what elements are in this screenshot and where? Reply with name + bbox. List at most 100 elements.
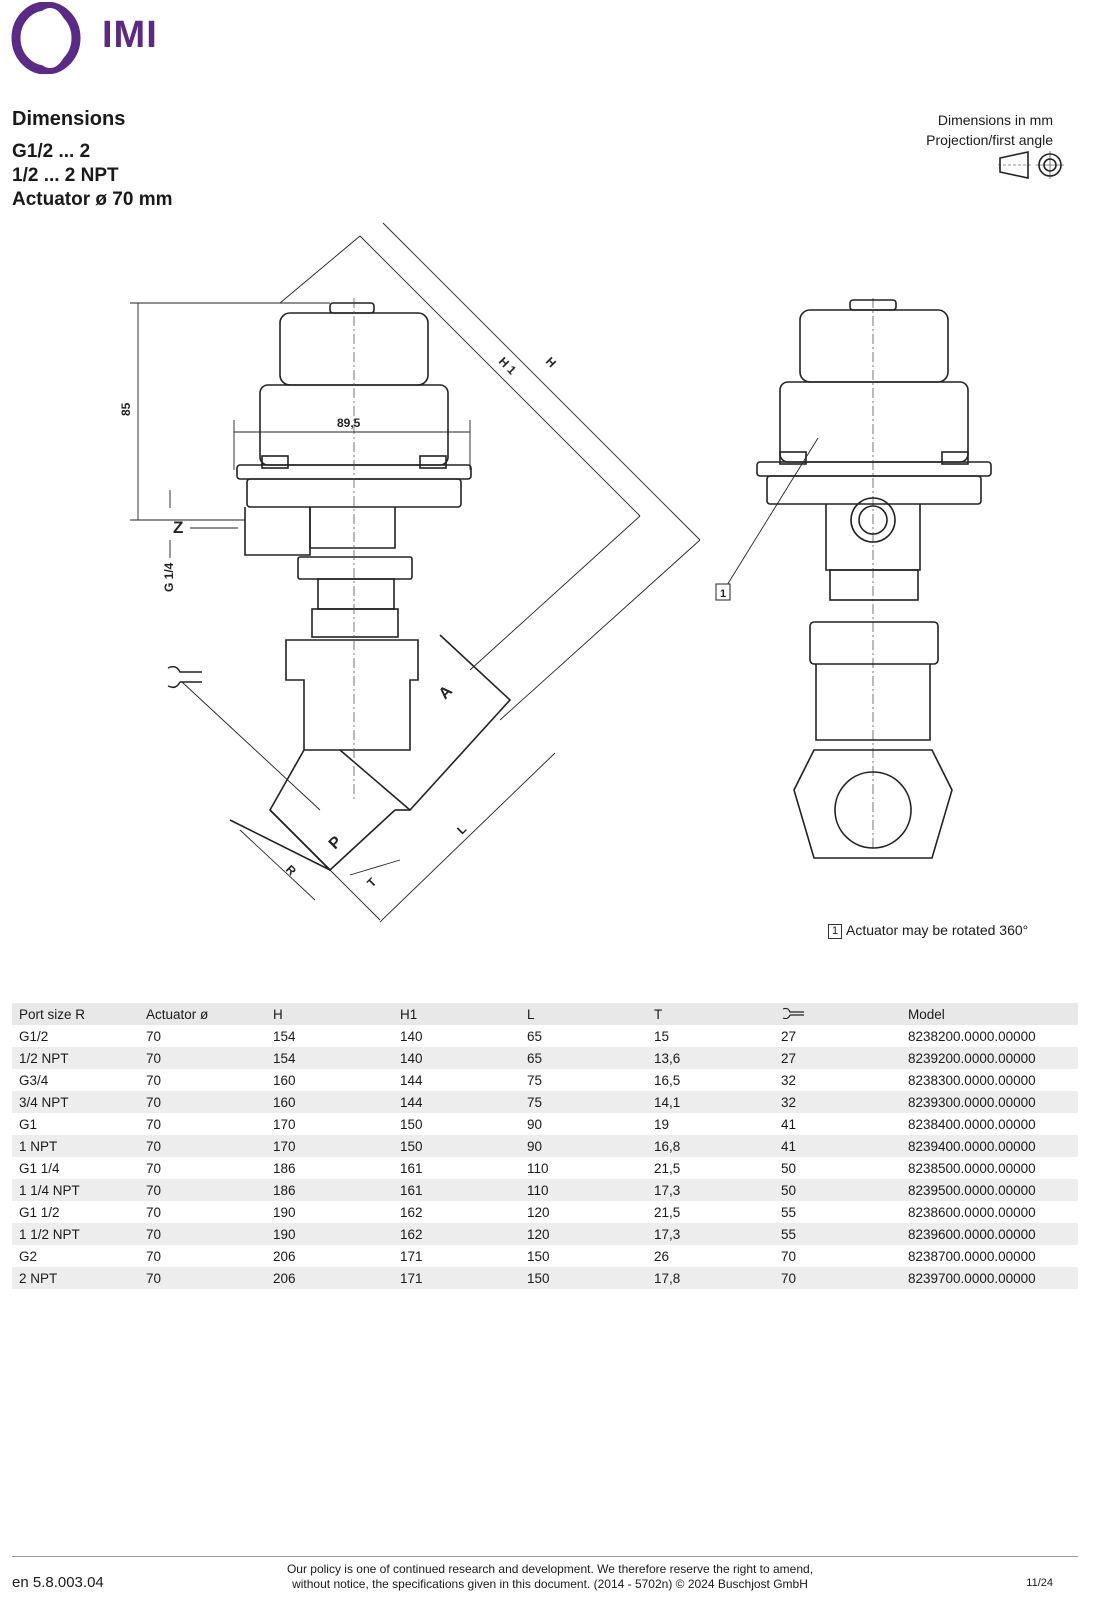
footer-divider — [12, 1556, 1078, 1557]
table-cell: G1/2 — [19, 1028, 49, 1044]
side-view — [229, 302, 512, 872]
table-cell: 8238200.0000.00000 — [908, 1028, 1036, 1044]
table-cell: 8239200.0000.00000 — [901, 1047, 1078, 1069]
table-cell: 26 — [654, 1248, 670, 1264]
table-cell: 8238400.0000.00000 — [908, 1116, 1036, 1132]
table-cell: G3/4 — [19, 1072, 49, 1088]
table-cell: 206 — [273, 1248, 296, 1264]
wrench-size-icon — [167, 665, 202, 689]
page-title: Dimensions — [12, 108, 126, 130]
table-cell: 70 — [139, 1267, 266, 1289]
table-cell: 70 — [146, 1116, 162, 1132]
table-cell: 8239300.0000.00000 — [901, 1091, 1078, 1113]
table-cell: 70 — [139, 1091, 266, 1113]
label-85: 85 — [119, 402, 133, 416]
table-cell: 8239500.0000.00000 — [901, 1179, 1078, 1201]
front-view — [756, 299, 992, 859]
table-cell: 144 — [393, 1091, 520, 1113]
centerlines — [353, 298, 874, 850]
table-cell: 70 — [139, 1047, 266, 1069]
label-h1: H 1 — [496, 354, 519, 377]
table-cell: 3/4 NPT — [12, 1091, 139, 1113]
table-cell: 8238500.0000.00000 — [908, 1160, 1036, 1176]
table-cell: 150 — [400, 1116, 423, 1132]
col-h: H — [266, 1003, 393, 1025]
col-model: Model — [901, 1003, 1078, 1025]
table-cell: 110 — [520, 1179, 647, 1201]
table-cell: 65 — [527, 1028, 543, 1044]
units-note: Dimensions in mm Projection/first angle — [926, 110, 1053, 150]
table-cell: 110 — [527, 1160, 549, 1176]
col-t: T — [647, 1003, 774, 1025]
units-line: Dimensions in mm — [937, 112, 1053, 128]
table-cell: 21,5 — [654, 1160, 681, 1176]
col-actuator: Actuator ø — [139, 1003, 266, 1025]
table-cell: 17,3 — [647, 1223, 774, 1245]
callout-box — [715, 583, 731, 601]
table-cell: 70 — [139, 1179, 266, 1201]
label-a: A — [436, 682, 457, 703]
table-cell: 206 — [266, 1267, 393, 1289]
table-cell: 27 — [774, 1047, 901, 1069]
note-text: Actuator may be rotated 360° — [846, 922, 1029, 938]
table-cell: 1 NPT — [12, 1135, 139, 1157]
table-cell: 1 1/4 NPT — [12, 1179, 139, 1201]
first-angle-projection-icon — [998, 151, 1064, 179]
col-l: L — [520, 1003, 647, 1025]
table-cell: 1/2 NPT — [12, 1047, 139, 1069]
label-l: L — [454, 822, 469, 837]
table-cell: 144 — [400, 1072, 423, 1088]
policy-line-2: without notice, the specifications given… — [292, 1577, 808, 1591]
table-cell: 50 — [774, 1179, 901, 1201]
table-cell: 8239600.0000.00000 — [901, 1223, 1078, 1245]
table-cell: 70 — [774, 1267, 901, 1289]
table-cell: 15 — [654, 1028, 670, 1044]
table-cell: G1 — [19, 1116, 38, 1132]
table-cell: 8239400.0000.00000 — [901, 1135, 1078, 1157]
policy-line-1: Our policy is one of continued research … — [286, 1562, 814, 1576]
dimensions-table: Port size R Actuator ø H H1 L T Model G1… — [12, 1003, 1078, 1289]
table-cell: 75 — [527, 1072, 543, 1088]
table-cell: 90 — [520, 1135, 647, 1157]
table-cell: 50 — [781, 1160, 797, 1176]
page-number: 11/24 — [1026, 1577, 1053, 1589]
table-cell: 14,1 — [647, 1091, 774, 1113]
table-cell: 120 — [520, 1223, 647, 1245]
table-cell: 140 — [400, 1028, 423, 1044]
note-callout-box: 1 — [828, 924, 842, 939]
table-cell: 13,6 — [647, 1047, 774, 1069]
table-cell: 161 — [400, 1160, 423, 1176]
subtitle-npt: 1/2 ... 2 NPT — [12, 165, 119, 186]
table-cell: 19 — [654, 1116, 670, 1132]
table-cell: 171 — [393, 1267, 520, 1289]
table-cell: 75 — [520, 1091, 647, 1113]
logo-text: IMI — [102, 14, 158, 56]
col-port-size: Port size R — [12, 1003, 139, 1025]
table-cell: 8238700.0000.00000 — [908, 1248, 1036, 1264]
policy-text: Our policy is one of continued research … — [250, 1562, 850, 1592]
table-cell: 55 — [774, 1223, 901, 1245]
table-cell: 70 — [146, 1028, 162, 1044]
label-width: 89,5 — [337, 416, 361, 430]
document-number: en 5.8.003.04 — [12, 1574, 104, 1591]
table-cell: 16,8 — [647, 1135, 774, 1157]
valve-dimension-drawing: 85 89,5 Z G 1/4 H 1 H A P R T L 1 — [119, 222, 992, 923]
table-cell: 140 — [393, 1047, 520, 1069]
table-cell: 120 — [527, 1204, 550, 1220]
table-cell: 150 — [393, 1135, 520, 1157]
table-cell: G1 1/4 — [19, 1160, 60, 1176]
table-cell: 32 — [781, 1072, 797, 1088]
table-cell: 32 — [774, 1091, 901, 1113]
rotation-note: 1 Actuator may be rotated 360° — [828, 922, 1028, 939]
label-p: P — [326, 833, 346, 853]
table-cell: 170 — [273, 1116, 296, 1132]
subtitle-port-size: G1/2 ... 2 — [12, 141, 91, 162]
